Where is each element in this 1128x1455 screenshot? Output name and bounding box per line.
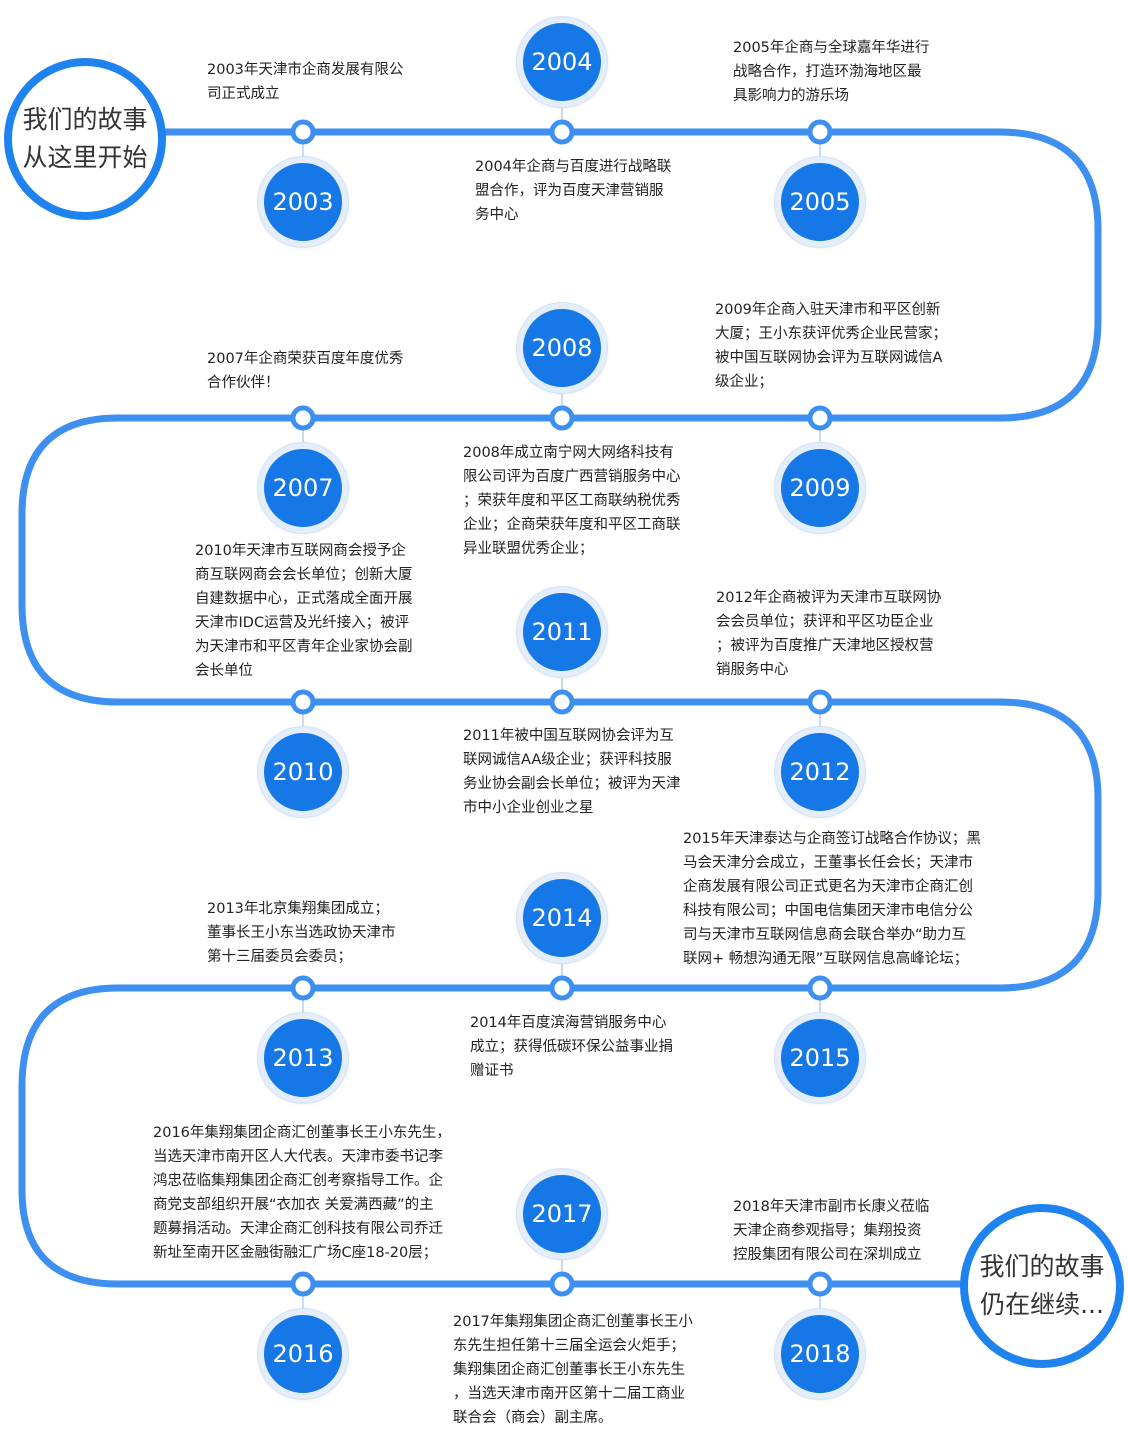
milestone-dot bbox=[549, 405, 575, 431]
year-bubble: 2003 bbox=[258, 157, 348, 247]
milestone-description: 2011年被中国互联网协会评为互 联网诚信AA级企业；获评科技服 务业协会副会长… bbox=[463, 728, 681, 816]
year-bubble: 2017 bbox=[517, 1169, 607, 1259]
milestone-description: 2005年企商与全球嘉年华进行 战略合作，打造环渤海地区最 具影响力的游乐场 bbox=[733, 40, 930, 104]
year-bubble: 2015 bbox=[775, 1013, 865, 1103]
year-bubble: 2014 bbox=[517, 873, 607, 963]
year-bubble: 2005 bbox=[775, 157, 865, 247]
milestone-dot bbox=[807, 405, 833, 431]
milestone-dot bbox=[290, 1271, 316, 1297]
milestone-description: 2015年天津泰达与企商签订战略合作协议；黑 马会天津分会成立，王董事长任会长；… bbox=[683, 831, 981, 967]
year-bubble: 2018 bbox=[775, 1309, 865, 1399]
milestone-description: 2018年天津市副市长康义莅临 天津企商参观指导；集翔投资 控股集团有限公司在深… bbox=[733, 1199, 930, 1263]
milestone-dot bbox=[290, 119, 316, 145]
milestone-dot bbox=[290, 405, 316, 431]
start-badge: 我们的故事 从这里开始 bbox=[4, 58, 166, 220]
year-bubble: 2010 bbox=[258, 727, 348, 817]
milestone-description: 2007年企商荣获百度年度优秀 合作伙伴！ bbox=[207, 351, 404, 391]
milestone-description: 2012年企商被评为天津市互联网协 会会员单位；获评和平区功臣企业 ；被评为百度… bbox=[716, 590, 942, 678]
year-bubble: 2013 bbox=[258, 1013, 348, 1103]
milestone-dot bbox=[549, 689, 575, 715]
milestone-description: 2010年天津市互联网商会授予企 商互联网商会会长单位；创新大厦 自建数据中心，… bbox=[195, 543, 413, 679]
milestone-description: 2008年成立南宁网大网络科技有 限公司评为百度广西营销服务中心 ；荣获年度和平… bbox=[463, 445, 681, 557]
milestone-description: 2014年百度滨海营销服务中心 成立；获得低碳环保公益事业捐 赠证书 bbox=[470, 1015, 673, 1079]
milestone-dot bbox=[290, 689, 316, 715]
milestone-dot bbox=[807, 689, 833, 715]
milestone-dot bbox=[549, 975, 575, 1001]
milestone-description: 2017年集翔集团企商汇创董事长王小 东先生担任第十三届全运会火炬手； 集翔集团… bbox=[453, 1314, 693, 1426]
year-bubble: 2004 bbox=[517, 17, 607, 107]
milestone-dot bbox=[549, 1271, 575, 1297]
end-badge: 我们的故事 仍在继续... bbox=[960, 1204, 1124, 1368]
milestone-description: 2003年天津市企商发展有限公 司正式成立 bbox=[207, 62, 404, 102]
milestone-dot bbox=[807, 975, 833, 1001]
milestone-description: 2009年企商入驻天津市和平区创新 大厦；王小东获评优秀企业民营家； 被中国互联… bbox=[715, 302, 947, 390]
year-bubble: 2008 bbox=[517, 303, 607, 393]
year-bubble: 2009 bbox=[775, 443, 865, 533]
milestone-dot bbox=[807, 1271, 833, 1297]
milestone-dot bbox=[807, 119, 833, 145]
milestone-description: 2016年集翔集团企商汇创董事长王小东先生， 当选天津市南开区人大代表。天津市委… bbox=[153, 1125, 451, 1261]
year-bubble: 2016 bbox=[258, 1309, 348, 1399]
year-bubble: 2012 bbox=[775, 727, 865, 817]
milestone-dot bbox=[290, 975, 316, 1001]
year-bubble: 2007 bbox=[258, 443, 348, 533]
milestone-description: 2013年北京集翔集团成立； 董事长王小东当选政协天津市 第十三届委员会委员； bbox=[207, 901, 396, 965]
milestone-dot bbox=[549, 119, 575, 145]
year-bubble: 2011 bbox=[517, 587, 607, 677]
milestone-description: 2004年企商与百度进行战略联 盟合作，评为百度天津营销服 务中心 bbox=[475, 159, 672, 223]
